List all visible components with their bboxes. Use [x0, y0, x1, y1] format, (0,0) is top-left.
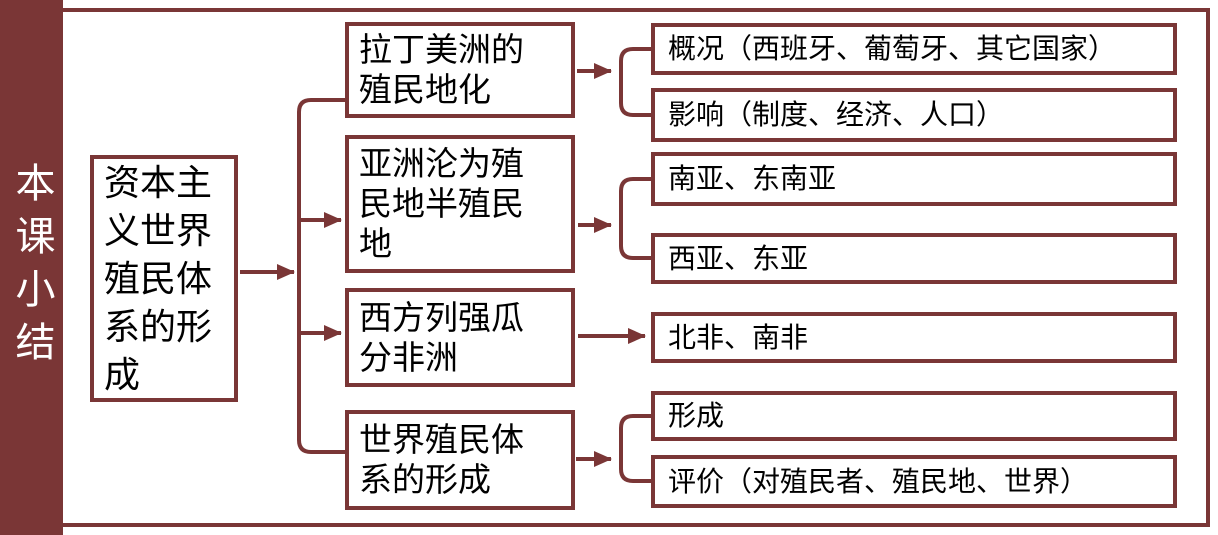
node-leaf-overview: 概况（西班牙、葡萄牙、其它国家） [651, 23, 1177, 75]
node-branch-world-system-label: 世界殖民体 系的形成 [359, 421, 524, 498]
node-leaf-north-africa-label: 北非、南非 [668, 321, 809, 353]
bracket-asia-children [619, 177, 651, 260]
node-leaf-formation: 形成 [651, 391, 1177, 441]
node-leaf-evaluation: 评价（对殖民者、殖民地、世界） [651, 455, 1177, 508]
node-branch-africa-label: 西方列强瓜 分非洲 [359, 298, 524, 376]
node-branch-asia-label: 亚洲沦为殖 民地半殖民 地 [359, 145, 524, 262]
node-branch-asia: 亚洲沦为殖 民地半殖民 地 [345, 135, 575, 273]
node-branch-africa: 西方列强瓜 分非洲 [345, 288, 575, 387]
node-leaf-north-africa: 北非、南非 [651, 312, 1177, 363]
sidebar-title: 本课小结 [9, 161, 54, 374]
node-leaf-south-asia-label: 南亚、东南亚 [668, 163, 837, 194]
bracket-latin-america-children [619, 47, 651, 117]
node-leaf-evaluation-label: 评价（对殖民者、殖民地、世界） [668, 465, 1089, 497]
node-leaf-west-asia-label: 西亚、东亚 [668, 242, 809, 274]
node-leaf-formation-label: 形成 [668, 400, 725, 431]
node-leaf-impact: 影响（制度、经济、人口） [651, 88, 1177, 142]
node-leaf-overview-label: 概况（西班牙、葡萄牙、其它国家） [668, 33, 1117, 64]
node-branch-latin-america: 拉丁美洲的 殖民地化 [345, 22, 575, 118]
bracket-world-system-children [619, 414, 651, 483]
node-root: 资本主 义世界 殖民体 系的形 成 [90, 155, 238, 402]
node-leaf-west-asia: 西亚、东亚 [651, 233, 1177, 284]
node-branch-world-system: 世界殖民体 系的形成 [345, 410, 575, 510]
node-leaf-impact-label: 影响（制度、经济、人口） [668, 99, 1005, 130]
sidebar-title-bar: 本课小结 [0, 0, 63, 535]
node-branch-latin-america-label: 拉丁美洲的 殖民地化 [359, 31, 524, 108]
node-leaf-south-asia: 南亚、东南亚 [651, 152, 1177, 206]
bracket-trunk [297, 98, 345, 454]
node-root-label: 资本主 义世界 殖民体 系的形 成 [104, 161, 213, 395]
